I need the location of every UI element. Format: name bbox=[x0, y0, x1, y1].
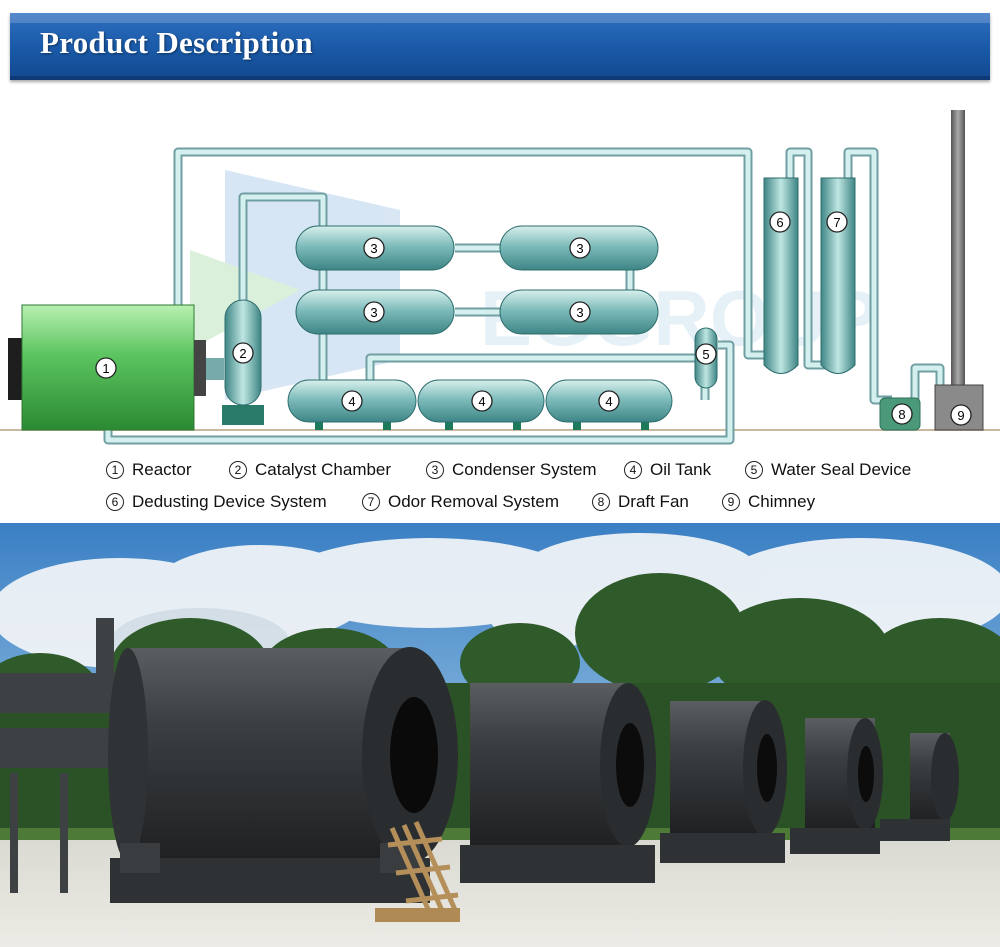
legend-item-water-seal-device: 5 Water Seal Device bbox=[745, 460, 911, 480]
legend-label: Reactor bbox=[132, 460, 192, 479]
svg-text:4: 4 bbox=[605, 394, 612, 409]
legend-item-reactor: 1 Reactor bbox=[106, 460, 192, 480]
catalyst-chamber-unit: 2 bbox=[222, 299, 264, 425]
legend-number: 9 bbox=[722, 493, 740, 511]
legend-label: Odor Removal System bbox=[388, 492, 559, 511]
svg-text:2: 2 bbox=[239, 346, 246, 361]
svg-text:3: 3 bbox=[576, 241, 583, 256]
svg-text:3: 3 bbox=[370, 305, 377, 320]
draft-fan-unit: 8 bbox=[879, 397, 921, 431]
odor-removal-unit: 7 bbox=[820, 177, 856, 374]
ground-pallet bbox=[375, 908, 460, 922]
legend-item-catalyst-chamber: 2 Catalyst Chamber bbox=[229, 460, 391, 480]
section-banner: Product Description bbox=[10, 13, 990, 80]
legend-item-dedusting-device-system: 6 Dedusting Device System bbox=[106, 492, 327, 512]
svg-text:1: 1 bbox=[102, 361, 109, 376]
legend-label: Condenser System bbox=[452, 460, 597, 479]
diagram-legend: 1 Reactor 2 Catalyst Chamber 3 Condenser… bbox=[0, 452, 1000, 522]
condenser-unit-2: 3 bbox=[499, 225, 659, 271]
oil-tank-unit-2: 4 bbox=[417, 379, 545, 430]
legend-number: 3 bbox=[426, 461, 444, 479]
legend-item-condenser-system: 3 Condenser System bbox=[426, 460, 597, 480]
oil-tank-unit-1: 4 bbox=[287, 379, 417, 430]
svg-text:5: 5 bbox=[702, 347, 709, 362]
svg-text:3: 3 bbox=[370, 241, 377, 256]
svg-text:3: 3 bbox=[576, 305, 583, 320]
legend-label: Chimney bbox=[748, 492, 816, 511]
reactor-drums bbox=[108, 647, 959, 903]
legend-item-odor-removal-system: 7 Odor Removal System bbox=[362, 492, 559, 512]
process-diagram: EGGROUP 1 bbox=[0, 110, 1000, 445]
legend-number: 2 bbox=[229, 461, 247, 479]
chimney-unit: 9 bbox=[934, 110, 984, 431]
legend-label: Oil Tank bbox=[650, 460, 712, 479]
reactor-unit: 1 bbox=[8, 304, 224, 431]
svg-text:9: 9 bbox=[957, 408, 964, 423]
wooden-pallet bbox=[387, 820, 459, 920]
legend-label: Draft Fan bbox=[618, 492, 689, 511]
legend-number: 4 bbox=[624, 461, 642, 479]
legend-item-chimney: 9 Chimney bbox=[722, 492, 815, 512]
legend-number: 6 bbox=[106, 493, 124, 511]
svg-text:8: 8 bbox=[898, 407, 905, 422]
svg-text:4: 4 bbox=[348, 394, 355, 409]
oil-tank-unit-3: 4 bbox=[545, 379, 673, 430]
svg-text:4: 4 bbox=[478, 394, 485, 409]
legend-number: 7 bbox=[362, 493, 380, 511]
svg-text:6: 6 bbox=[776, 215, 783, 230]
condenser-unit-3: 3 bbox=[295, 289, 455, 335]
condenser-unit-4: 3 bbox=[499, 289, 659, 335]
legend-item-draft-fan: 8 Draft Fan bbox=[592, 492, 689, 512]
legend-label: Dedusting Device System bbox=[132, 492, 327, 511]
banner-highlight bbox=[10, 13, 990, 23]
legend-item-oil-tank: 4 Oil Tank bbox=[624, 460, 711, 480]
condenser-unit-1: 3 bbox=[295, 225, 455, 271]
plant-photo bbox=[0, 523, 1000, 947]
water-seal-unit: 5 bbox=[694, 327, 718, 389]
legend-number: 5 bbox=[745, 461, 763, 479]
section-title: Product Description bbox=[40, 25, 313, 60]
legend-number: 8 bbox=[592, 493, 610, 511]
dedusting-unit: 6 bbox=[763, 177, 799, 374]
svg-text:7: 7 bbox=[833, 215, 840, 230]
legend-label: Catalyst Chamber bbox=[255, 460, 392, 479]
legend-label: Water Seal Device bbox=[771, 460, 912, 479]
legend-number: 1 bbox=[106, 461, 124, 479]
